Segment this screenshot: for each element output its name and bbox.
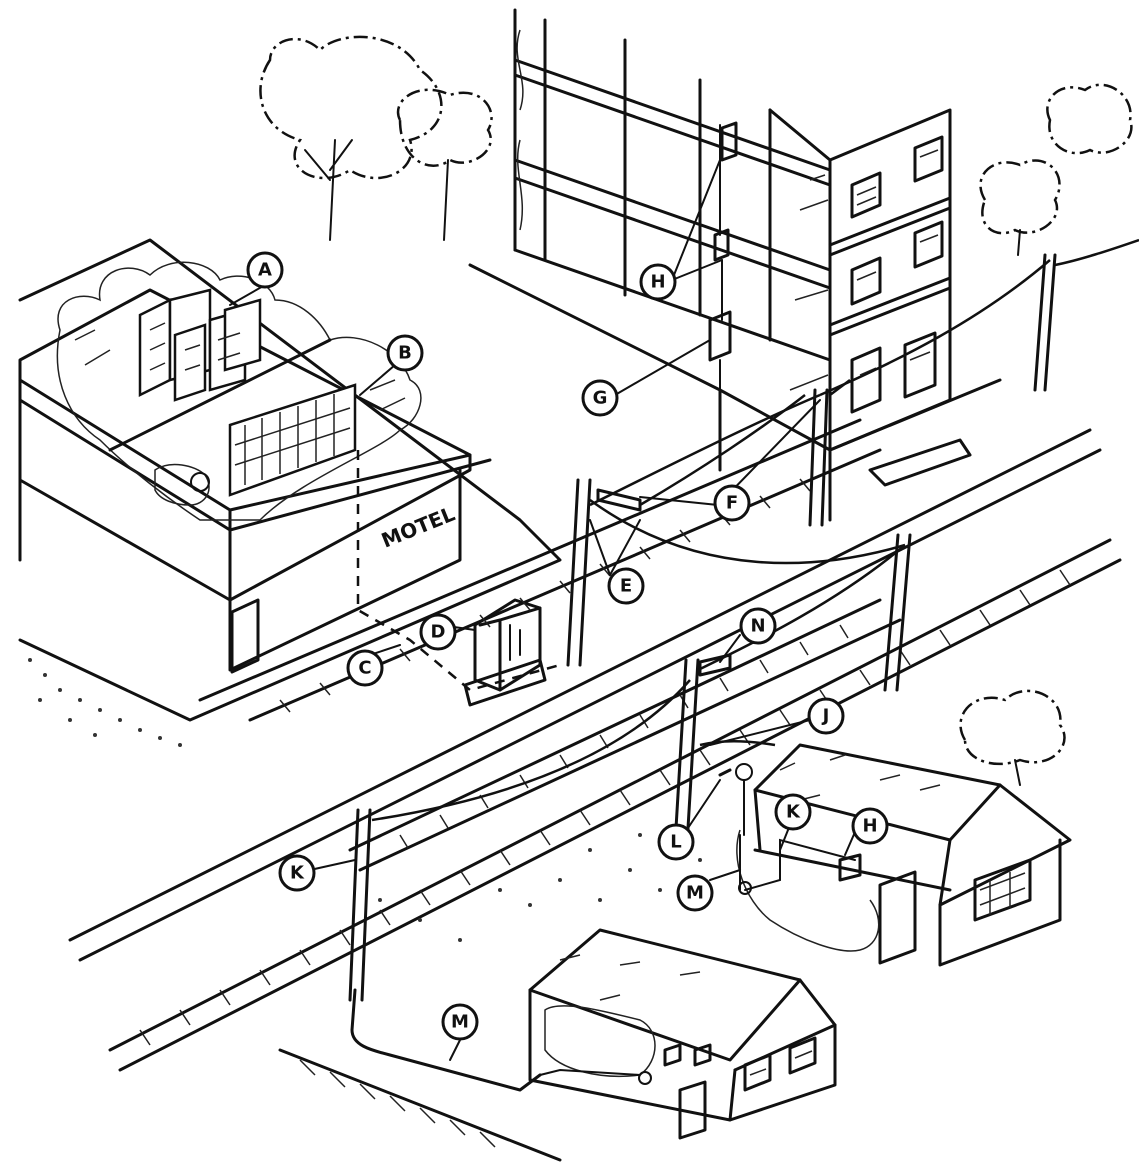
callout-C: C	[348, 651, 382, 685]
callout-A-label: A	[258, 260, 272, 281]
main-distribution-frame	[230, 385, 355, 495]
buried-service-wire	[352, 990, 540, 1090]
callout-G-label: G	[593, 388, 608, 409]
callout-L-label: L	[670, 832, 681, 853]
callout-E-label: E	[620, 576, 632, 597]
house-front	[530, 930, 835, 1138]
callout-M-yard: M	[443, 1005, 477, 1039]
callout-J-label: J	[821, 706, 830, 727]
callout-H-house: H	[853, 809, 887, 843]
callout-E: E	[609, 569, 643, 603]
callout-N-label: N	[750, 616, 765, 637]
house-right	[737, 745, 1070, 965]
callout-J: J	[809, 699, 843, 733]
callout-K-house-label: K	[786, 802, 801, 823]
callout-F-label: F	[726, 493, 738, 514]
callout-M-house: M	[678, 876, 712, 910]
apartment-building	[470, 10, 1000, 520]
callout-M-yard-label: M	[451, 1012, 469, 1033]
callout-K-pole: K	[280, 856, 314, 890]
callout-F: F	[715, 486, 749, 520]
callout-C-label: C	[358, 658, 371, 679]
callout-D: D	[421, 615, 455, 649]
building-sign: MOTEL	[378, 501, 459, 552]
callout-L: L	[659, 825, 693, 859]
callout-B: B	[388, 336, 422, 370]
callout-K-pole-label: K	[290, 863, 305, 884]
central-office-building: MOTEL	[20, 240, 560, 720]
leader-lines	[230, 155, 855, 1060]
callout-H-house-label: H	[862, 816, 877, 837]
cross-connect-pedestal	[465, 600, 545, 705]
callout-B-label: B	[398, 343, 412, 364]
callout-N: N	[741, 609, 775, 643]
callout-M-house-label: M	[686, 883, 704, 904]
callout-D-label: D	[431, 622, 446, 643]
callout-H-apartment: H	[641, 265, 675, 299]
callout-H-apartment-label: H	[650, 272, 665, 293]
callout-G: G	[583, 381, 617, 415]
callout-A: A	[248, 253, 282, 287]
callout-K-house: K	[776, 795, 810, 829]
